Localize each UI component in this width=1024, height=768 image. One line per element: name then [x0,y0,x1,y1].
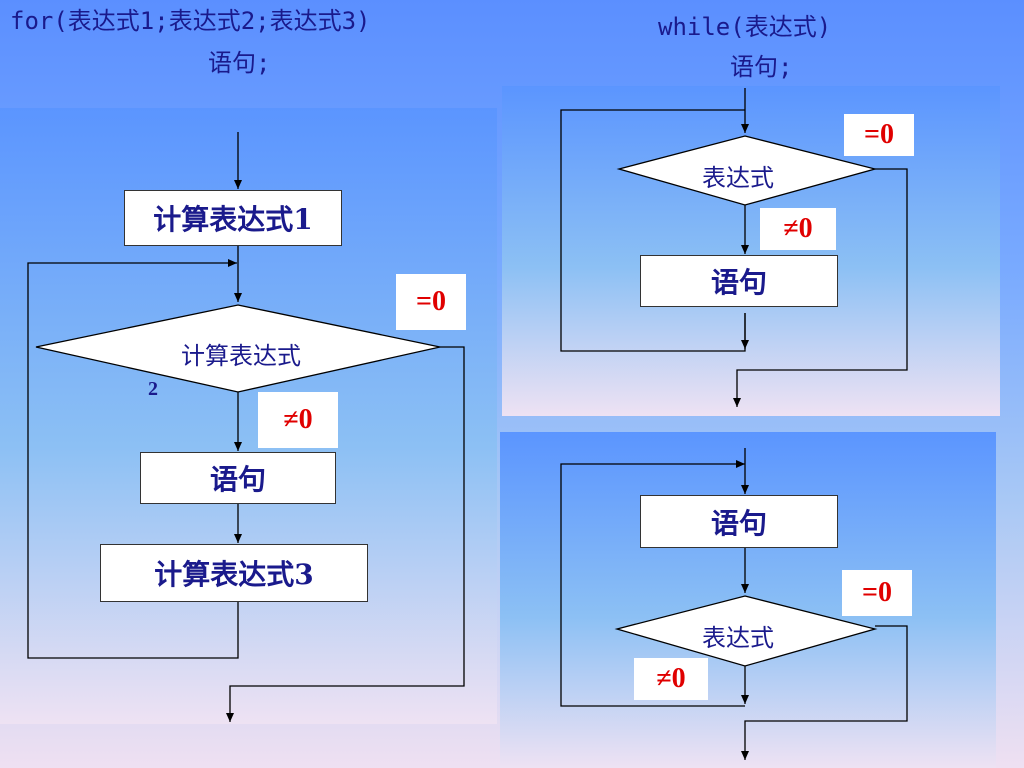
for-body-box: 语句 [140,452,336,504]
do-while-body-box: 语句 [640,495,838,548]
while-condition-text: 表达式 [702,164,774,192]
do-while-condition-text: 表达式 [702,624,774,652]
do-while-loop-back-line [560,460,745,707]
for-condition-text: 计算表达式 [181,342,301,370]
while-syntax-line: while(表达式) [658,13,832,41]
for-exit-line [226,346,465,722]
do-while-false-label: =0 [842,570,912,616]
for-init-box: 计算表达式1 [124,190,342,246]
for-loop-back-line [27,259,239,659]
while-false-label: =0 [844,114,914,156]
while-exit-line [733,168,908,407]
while-statement-line: 语句; [730,53,793,81]
do-while-true-label: ≠0 [634,658,708,700]
for-increment-box: 计算表达式3 [100,544,368,602]
for-statement-line: 语句; [208,49,271,77]
for-syntax-line: for(表达式1;表达式2;表达式3) [10,7,371,35]
for-true-label: ≠0 [258,392,338,448]
do-while-exit-line [741,625,908,760]
while-true-label: ≠0 [760,208,836,250]
for-false-label: =0 [396,274,466,330]
for-condition-suffix: 2 [148,378,158,400]
while-body-box: 语句 [640,255,838,307]
